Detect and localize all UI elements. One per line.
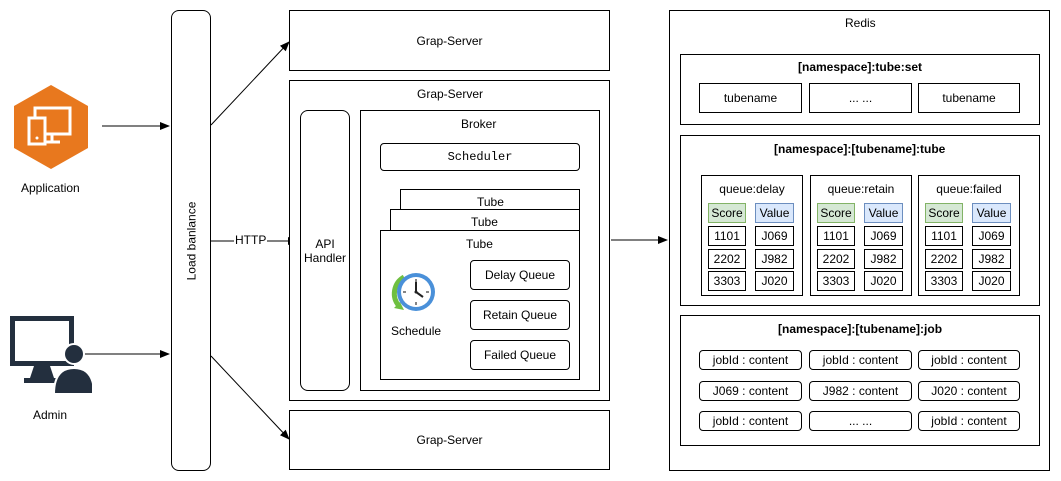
value-cell: J069 (864, 226, 903, 246)
job-entry-label: jobId : content (712, 353, 789, 367)
value-cell: J020 (864, 271, 903, 291)
admin-label: Admin (33, 408, 68, 422)
delay-queue-label: Delay Queue (484, 268, 556, 282)
tube-back-label: Tube (477, 195, 504, 209)
admin-icon (8, 314, 96, 398)
score-cell: 3303 (817, 271, 855, 291)
job-entry-label: ... ... (848, 414, 873, 428)
job-entry: jobId : content (809, 350, 912, 370)
score-cell: 2202 (708, 249, 746, 269)
scheduler-label: Scheduler (447, 150, 513, 164)
tube-set-item-label: tubename (723, 91, 778, 105)
tube-set-item: tubename (699, 83, 802, 113)
queue-table-name: queue:retain (827, 182, 895, 196)
job-entry: jobId : content (699, 411, 802, 431)
lb-to-top-server-arrow (210, 41, 290, 126)
value-header: Value (864, 203, 903, 223)
value-cell: J982 (972, 249, 1011, 269)
job-entry-label: J982 : content (822, 384, 899, 398)
job-entry-label: J020 : content (931, 384, 1007, 398)
score-header: Score (708, 203, 746, 223)
clock-icon (390, 268, 440, 318)
http-label: HTTP (234, 233, 268, 247)
score-cell: 3303 (708, 271, 746, 291)
job-entry-label: jobId : content (931, 353, 1007, 367)
score-cell: 1101 (708, 226, 746, 246)
tube-front-label: Tube (466, 237, 493, 251)
retain-queue-label: Retain Queue (482, 308, 558, 322)
value-cell: J982 (864, 249, 903, 269)
score-header: Score (817, 203, 855, 223)
job-entry-label: J069 : content (712, 384, 789, 398)
scheduler-box: Scheduler (380, 143, 580, 171)
broker-title: Broker (461, 117, 497, 131)
application-label: Application (21, 181, 80, 195)
grap-server-middle-label: Grap-Server (417, 87, 484, 101)
job-entry: J982 : content (809, 381, 912, 401)
retain-queue-box: Retain Queue (470, 300, 570, 330)
grap-server-top: Grap-Server (289, 10, 610, 71)
failed-queue-box: Failed Queue (470, 340, 570, 370)
value-cell: J069 (755, 226, 794, 246)
tube-set-item-label: tubename (942, 91, 996, 105)
api-handler: API Handler (300, 110, 350, 391)
tube-hash-title: [namespace]:[tubename]:tube (774, 142, 946, 156)
value-cell: J020 (972, 271, 1011, 291)
application-icon (12, 83, 90, 171)
score-cell: 1101 (817, 226, 855, 246)
schedule-label: Schedule (391, 324, 442, 338)
value-header: Value (755, 203, 794, 223)
job-entry: J020 : content (918, 381, 1020, 401)
job-title: [namespace]:[tubename]:job (778, 322, 943, 336)
score-header: Score (925, 203, 963, 223)
failed-queue-label: Failed Queue (483, 348, 557, 362)
tube-set-item: ... ... (809, 83, 912, 113)
redis-title: Redis (845, 16, 876, 30)
api-handler-line1: API (315, 236, 335, 251)
grap-server-bottom: Grap-Server (289, 410, 610, 470)
score-cell: 3303 (925, 271, 963, 291)
score-cell: 2202 (925, 249, 963, 269)
job-entry-label: jobId : content (712, 414, 789, 428)
grap-server-top-label: Grap-Server (416, 33, 483, 48)
delay-queue-box: Delay Queue (470, 260, 570, 290)
value-header: Value (972, 203, 1011, 223)
load-balancer-label: Load banlance (184, 201, 198, 280)
job-entry: jobId : content (918, 350, 1020, 370)
job-entry: J069 : content (699, 381, 802, 401)
api-handler-line2: Handler (303, 250, 347, 265)
value-cell: J982 (755, 249, 794, 269)
job-entry: ... ... (809, 411, 912, 431)
tube-set-item: tubename (918, 83, 1020, 113)
job-entry-label: jobId : content (931, 414, 1007, 428)
job-entry: jobId : content (699, 350, 802, 370)
value-cell: J069 (972, 226, 1011, 246)
value-cell: J020 (755, 271, 794, 291)
load-balancer (171, 10, 211, 471)
job-entry-label: jobId : content (822, 353, 899, 367)
queue-table-name: queue:delay (719, 182, 785, 196)
lb-to-bottom-server-arrow (210, 355, 290, 440)
tube-middle-label: Tube (471, 215, 498, 229)
grap-server-bottom-label: Grap-Server (416, 433, 483, 447)
score-cell: 1101 (925, 226, 963, 246)
tube-set-title: [namespace]:tube:set (798, 60, 923, 74)
score-cell: 2202 (817, 249, 855, 269)
tube-set-item-label: ... ... (848, 91, 873, 105)
job-entry: jobId : content (918, 411, 1020, 431)
queue-table-name: queue:failed (936, 182, 1002, 196)
